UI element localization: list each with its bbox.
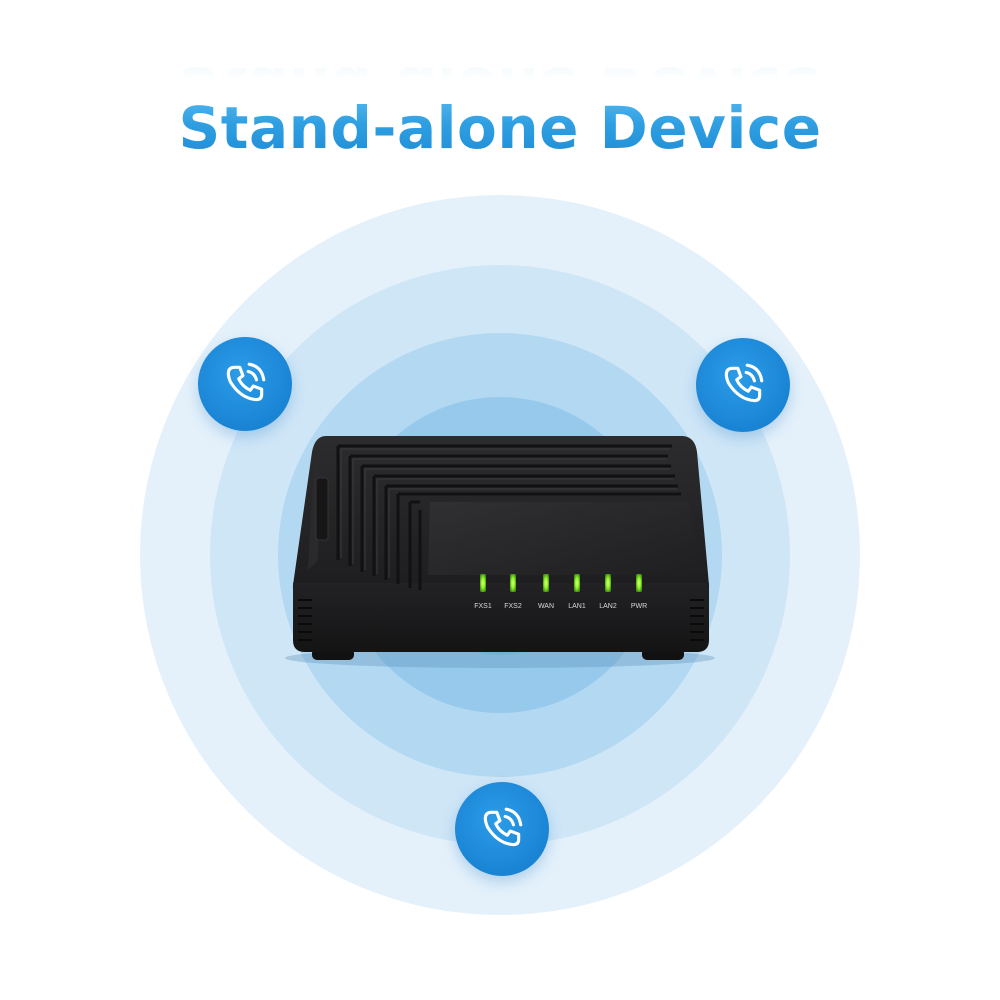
led-fxs2 xyxy=(510,574,516,592)
led-label-wan: WAN xyxy=(537,603,555,610)
left-notch xyxy=(315,477,329,541)
top-ridges-highlight xyxy=(340,448,677,578)
led-lan2 xyxy=(605,574,611,592)
phone-bubble-top-right xyxy=(696,338,790,432)
top-ridges xyxy=(336,444,681,590)
top-panel xyxy=(428,502,701,575)
device-shadow xyxy=(285,648,715,668)
title-text: Stand-alone Device xyxy=(178,88,821,168)
front-vents-right xyxy=(690,599,704,641)
front-vents-left xyxy=(298,599,312,641)
page-title: Stand-alone Device xyxy=(0,88,1000,168)
phone-call-icon xyxy=(226,362,266,402)
led-label-pwr: PWR xyxy=(630,603,648,610)
led-row xyxy=(480,574,642,592)
led-label-lan1: LAN1 xyxy=(568,603,586,610)
device-front xyxy=(293,583,709,652)
led-label-fxs2: FXS2 xyxy=(504,603,522,610)
led-wan xyxy=(543,574,549,592)
led-label-lan2: LAN2 xyxy=(599,603,617,610)
phone-bubble-bottom xyxy=(455,782,549,876)
led-fxs1 xyxy=(480,574,486,592)
led-lan1 xyxy=(574,574,580,592)
phone-call-icon xyxy=(724,363,764,403)
led-pwr xyxy=(636,574,642,592)
phone-bubble-top-left xyxy=(198,337,292,431)
phone-call-icon xyxy=(483,807,523,847)
led-label-fxs1: FXS1 xyxy=(474,603,492,610)
